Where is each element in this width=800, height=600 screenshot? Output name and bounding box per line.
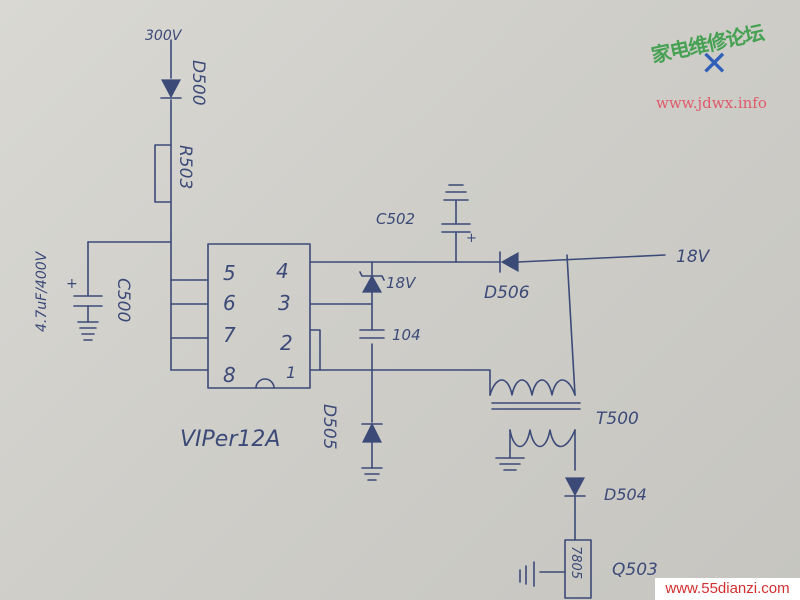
- top-rail-wires: [309, 254, 666, 396]
- diode-d504: [564, 477, 586, 541]
- ic-pin-7: 7: [223, 323, 236, 347]
- label-c502: C502: [376, 210, 415, 228]
- label-104: 104: [392, 326, 421, 344]
- transformer-t500: [489, 379, 581, 471]
- label-c500: C500: [113, 278, 133, 322]
- capacitor-c500: [73, 295, 103, 341]
- ic-pin-1: 1: [286, 363, 296, 382]
- watermark-bottom-url: www.55dianzi.com: [655, 578, 800, 600]
- regulator-input-lines: [519, 561, 566, 587]
- label-18v-output: 18V: [676, 247, 711, 267]
- capacitor-c502: [441, 184, 471, 263]
- diode-d500: [160, 79, 182, 99]
- ic-pin-3: 3: [278, 291, 291, 315]
- label-300v: 300V: [145, 28, 183, 44]
- ic-viper12a-body: [207, 243, 311, 389]
- label-c502-plus: +: [466, 231, 477, 246]
- ic-pin-4: 4: [276, 259, 289, 283]
- label-c500-rating: 4.7uF/400V: [34, 250, 50, 332]
- bus-wires-left: [87, 241, 209, 371]
- wrench-screwdriver-icon: ✕: [700, 44, 729, 84]
- label-r503: R503: [175, 145, 195, 189]
- resistor-r503: [154, 144, 172, 203]
- label-q503: Q503: [612, 560, 658, 580]
- label-7805: 7805: [568, 546, 583, 579]
- ground-d505: [361, 467, 383, 481]
- label-c500-plus: +: [66, 276, 78, 292]
- diode-d505: [361, 422, 383, 443]
- ground-t500: [495, 449, 525, 471]
- zener-diode-18v: [359, 271, 385, 293]
- capacitor-104: [359, 329, 385, 339]
- ic-pin-8: 8: [223, 363, 236, 387]
- watermark-site-url: www.jdwx.info: [656, 94, 767, 112]
- label-t500: T500: [596, 409, 639, 429]
- label-d505: D505: [319, 404, 339, 450]
- ic-pin-5: 5: [223, 261, 236, 285]
- label-ic-name: VIPer12A: [180, 427, 280, 452]
- label-d500: D500: [188, 60, 208, 106]
- label-d504: D504: [604, 485, 647, 504]
- label-zener-18v: 18V: [386, 274, 417, 292]
- ic-pin-6: 6: [223, 291, 236, 315]
- pin-network-wires: [309, 261, 491, 469]
- diode-d506: [499, 251, 519, 273]
- ic-pin-2: 2: [280, 331, 293, 355]
- ic-notch: [255, 378, 275, 389]
- regulator-q503: [564, 539, 592, 599]
- label-d506: D506: [484, 283, 530, 303]
